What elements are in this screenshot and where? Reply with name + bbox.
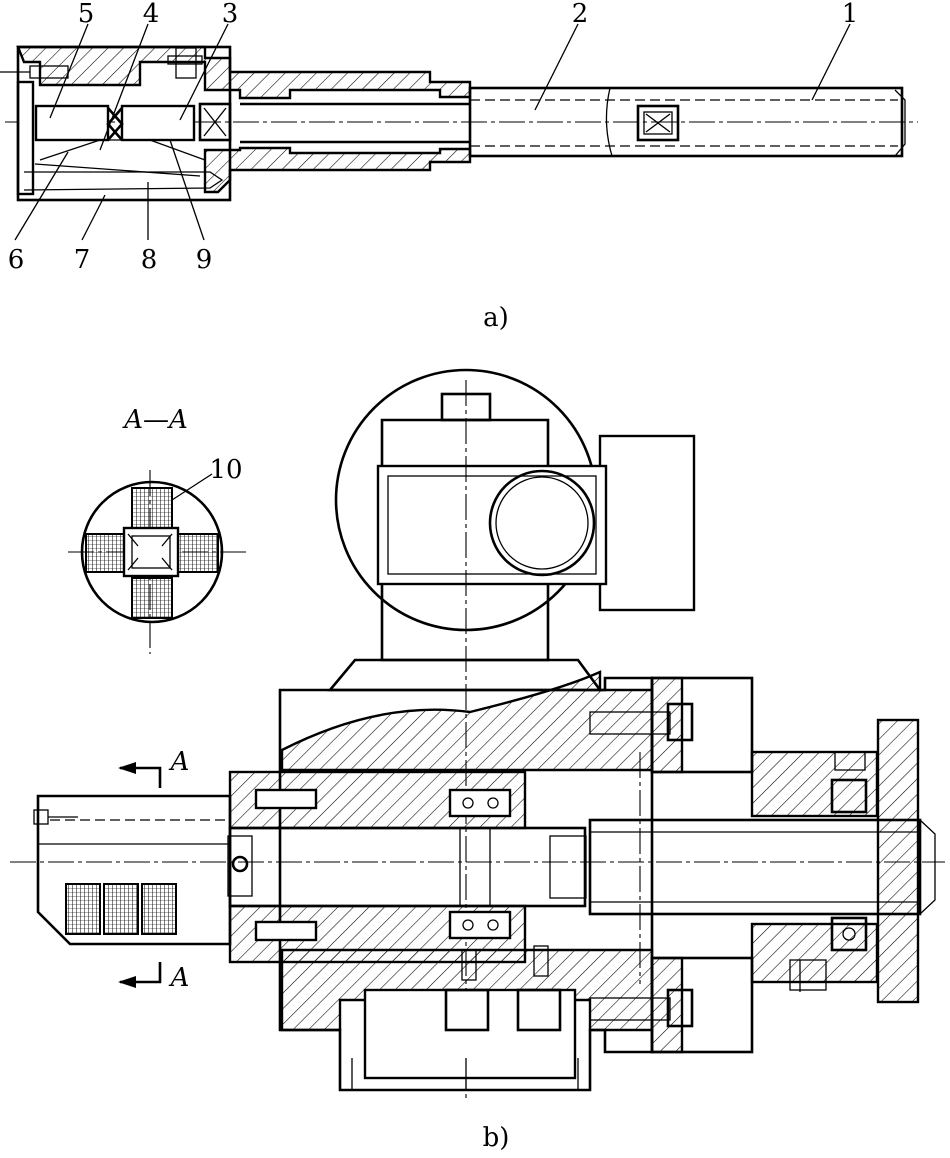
- figure-b-caption: b): [483, 1123, 510, 1153]
- section-label-top: A: [169, 747, 190, 777]
- figure-a-drawing: [0, 45, 918, 202]
- part-number-4: 4: [143, 0, 160, 29]
- part-number-3: 3: [222, 0, 239, 29]
- figure-a-part-numbers: 5 4 3 2 1 6 7 8 9: [8, 0, 859, 275]
- part-number-9: 9: [196, 245, 213, 275]
- part-number-1: 1: [842, 0, 859, 29]
- part-number-5: 5: [78, 0, 95, 29]
- part-number-7: 7: [74, 245, 91, 275]
- part-number-8: 8: [141, 245, 158, 275]
- section-arrows: [118, 762, 162, 988]
- section-label-bottom: A: [169, 963, 190, 993]
- section-view-title: A—A: [122, 405, 188, 435]
- figure-b-drawing: [10, 368, 945, 1100]
- part-number-6: 6: [8, 245, 25, 275]
- figure-a-caption: a): [483, 303, 509, 333]
- figure-a-leaders: [14, 23, 851, 241]
- part-number-10: 10: [209, 455, 242, 485]
- section-view-a-a: [68, 470, 246, 654]
- part-number-2: 2: [572, 0, 589, 29]
